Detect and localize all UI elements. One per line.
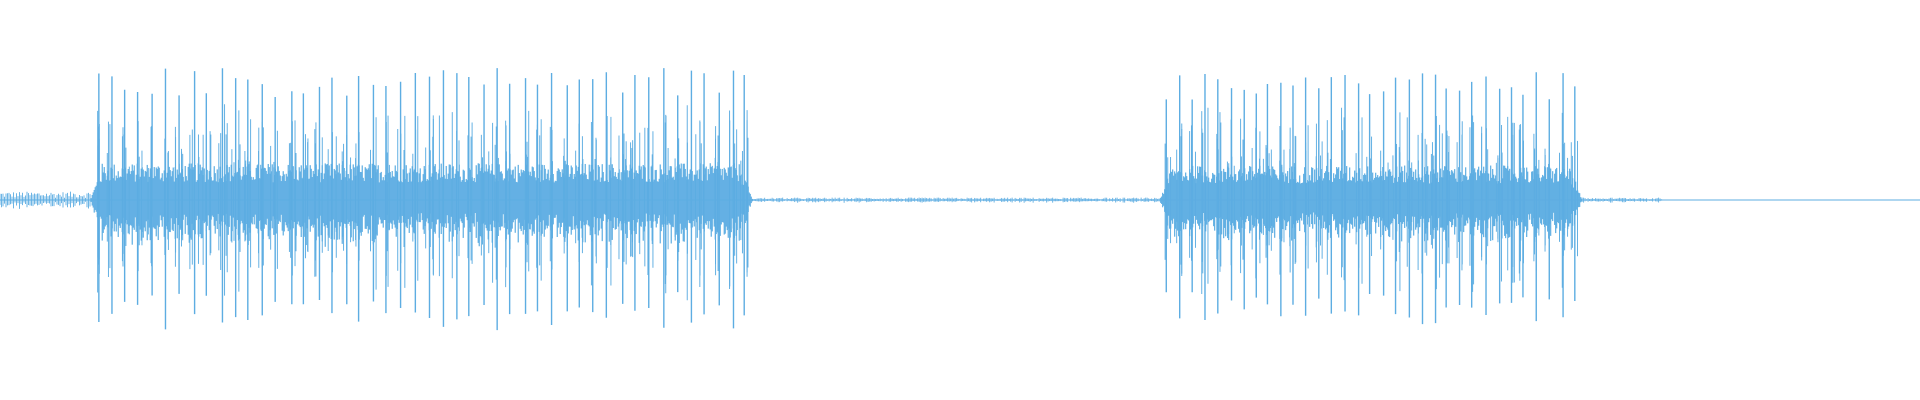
audio-waveform <box>0 68 1920 331</box>
waveform-plot <box>0 68 1920 331</box>
